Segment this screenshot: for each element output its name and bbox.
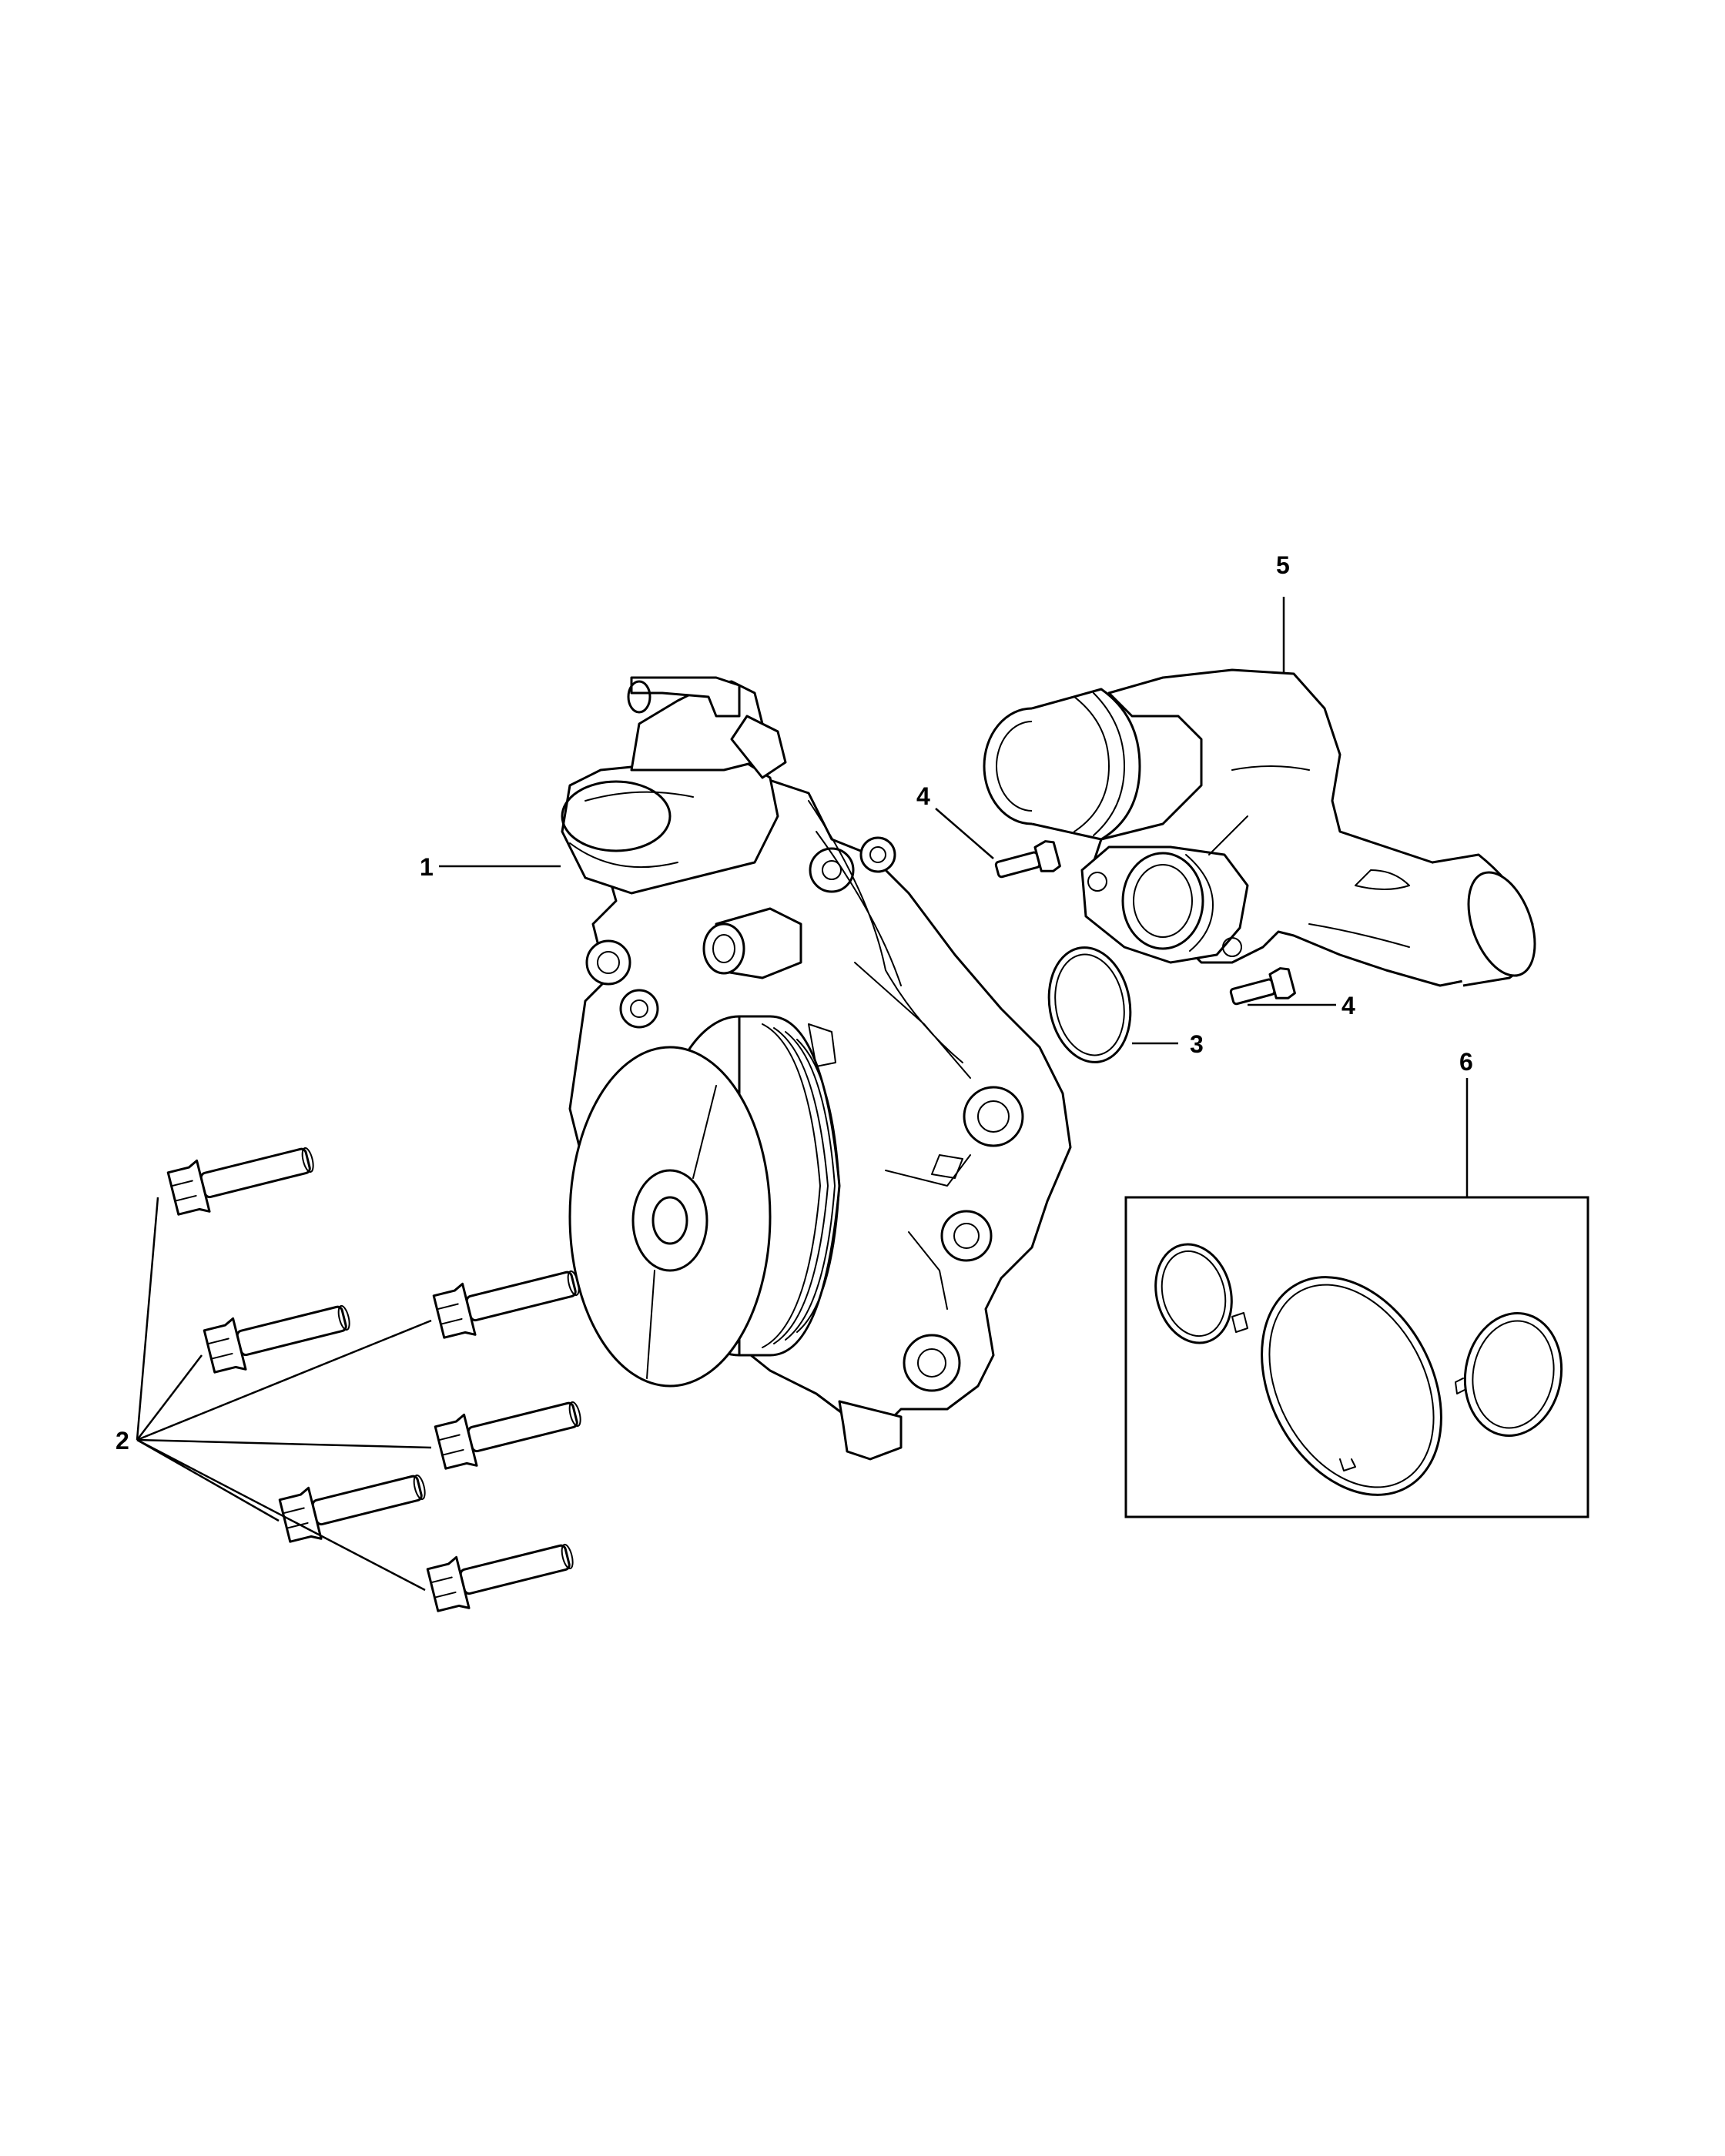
bolt-4-lower xyxy=(1229,967,1296,1006)
leader-lines xyxy=(136,597,1469,1592)
water-pump-assembly xyxy=(561,676,1072,1461)
gasket-kit-box xyxy=(1124,1196,1589,1518)
bolts-group xyxy=(166,1147,581,1612)
bolt-1 xyxy=(166,1147,314,1216)
callout-2: 2 xyxy=(116,1427,129,1455)
coolant-pipe xyxy=(983,668,1536,987)
bolt-3 xyxy=(432,1270,580,1339)
gasket-kit xyxy=(1124,1196,1589,1518)
bolt-4 xyxy=(434,1401,581,1470)
bolt-6 xyxy=(426,1543,574,1612)
callout-labels: 1 2 3 4 4 5 6 xyxy=(116,551,1473,1455)
callout-4-upper: 4 xyxy=(916,782,930,810)
callout-4-lower: 4 xyxy=(1341,992,1355,1019)
callout-6: 6 xyxy=(1459,1048,1473,1076)
o-ring xyxy=(1047,946,1132,1063)
bolt-2 xyxy=(203,1304,350,1374)
callout-1: 1 xyxy=(420,853,434,881)
bolt-5 xyxy=(278,1474,426,1543)
pulley xyxy=(568,1015,841,1388)
callout-5: 5 xyxy=(1276,551,1290,579)
callout-3: 3 xyxy=(1190,1030,1204,1058)
bolt-4-upper xyxy=(994,840,1061,879)
